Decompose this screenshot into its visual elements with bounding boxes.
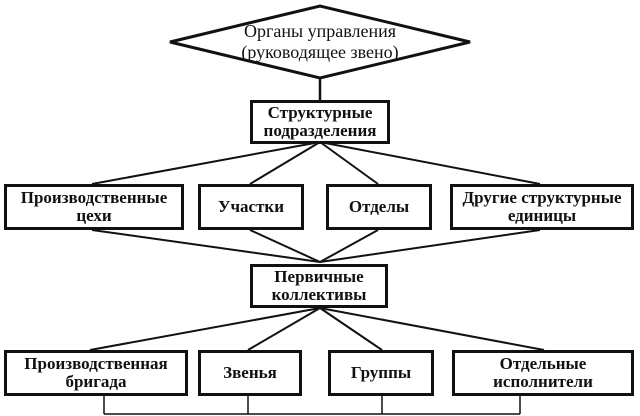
connector-workshops-level3 [91,229,321,263]
production-workshops-box: Производственные цехи [4,184,184,230]
connector-level3-groups [319,307,383,351]
departments-box: Отделы [326,184,432,230]
connector-level3-brigade [89,307,321,351]
structural-subdivisions-box: Структурные подразделения [250,100,390,144]
sections-box: Участки [198,184,304,230]
connector-level1-departments [319,141,379,185]
connector-departments-level3 [319,229,379,263]
other-structural-units-box: Другие структурные единицы [450,184,634,230]
groups-box: Группы [328,350,434,396]
links-box: Звенья [198,350,302,396]
connector-sections-level3 [249,229,321,263]
production-brigade-box: Производственная бригада [4,350,188,396]
top-diamond-shape [169,4,471,80]
primary-collectives-box: Первичные коллективы [250,264,388,308]
connector-level3-individuals [319,307,545,351]
connector-level1-workshops [91,141,321,185]
connector-level1-other [319,141,541,185]
governing-bodies-label: Органы управления (руководящее звено) [241,21,399,62]
connector-other-level3 [319,229,541,263]
individual-performers-box: Отдельные исполнители [452,350,634,396]
connector-level3-units [247,307,321,351]
connector-level1-sections [249,141,321,185]
